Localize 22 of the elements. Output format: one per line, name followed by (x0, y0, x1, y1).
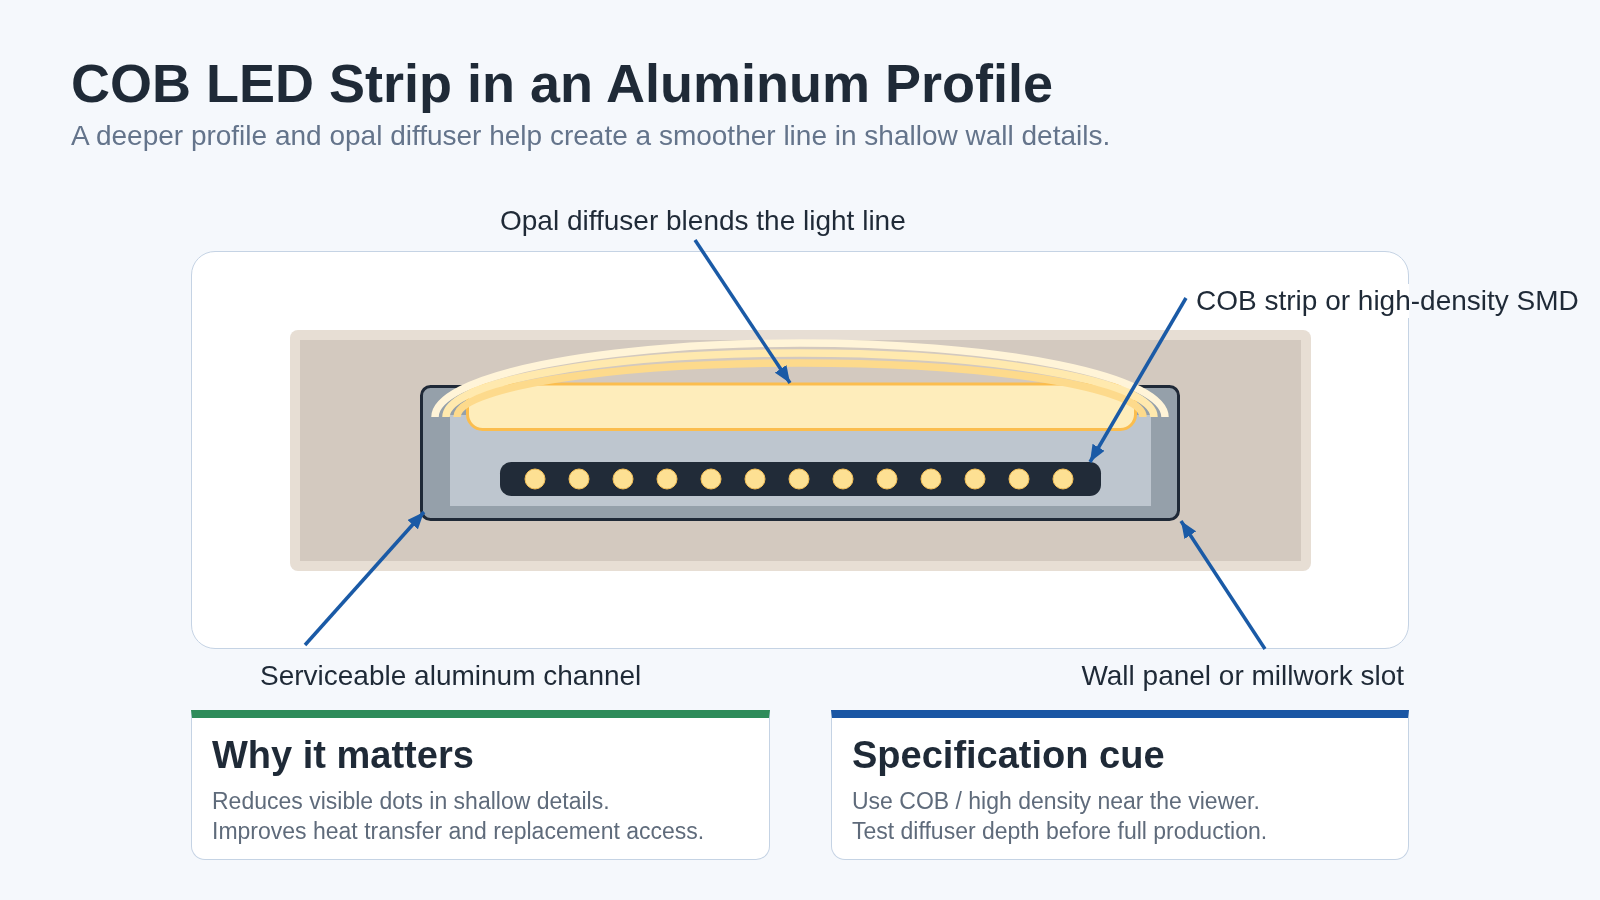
card-text: Use COB / high density near the viewer. (852, 787, 1261, 816)
card-heading: Specification cue (852, 733, 1166, 778)
info-card (831, 710, 1409, 860)
callout-label: COB strip or high-density SMD (1196, 284, 1579, 318)
callout-label: Wall panel or millwork slot (1081, 659, 1404, 693)
leader-line (303, 510, 426, 647)
callout-label: Opal diffuser blends the light line (500, 204, 906, 238)
opal-diffuser (466, 382, 1137, 431)
info-card (191, 710, 770, 860)
aluminum-channel (420, 382, 1180, 521)
led-strip (500, 462, 1101, 496)
card-text: Improves heat transfer and replacement access. (212, 817, 706, 846)
page-subtitle: A deeper profile and opal diffuser help create a smoother line in shallow wall details. (71, 119, 1111, 153)
card-text: Test diffuser depth before full production. (852, 817, 1269, 846)
callout-label: Serviceable aluminum channel (260, 659, 642, 693)
leader-line (1088, 297, 1188, 463)
leader-line (1179, 520, 1267, 650)
card-text: Reduces visible dots in shallow details. (212, 787, 611, 816)
card-heading: Why it matters (212, 733, 475, 778)
wall-panel (290, 330, 1311, 571)
leader-line (693, 239, 792, 384)
page-title: COB LED Strip in an Aluminum Profile (71, 52, 1054, 115)
